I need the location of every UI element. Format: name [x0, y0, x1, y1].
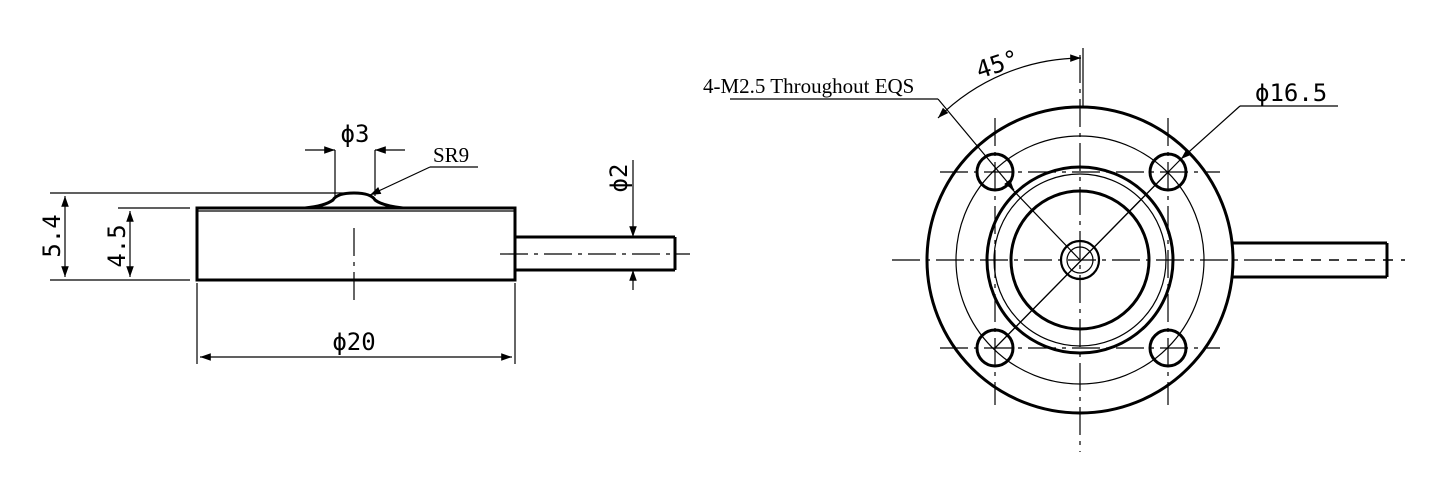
dim-pcd-label: ϕ16.5 [1255, 79, 1327, 107]
dim-pcd: ϕ16.5 [994, 79, 1338, 349]
button-dome [304, 191, 404, 210]
cable-top [1233, 241, 1405, 279]
dim-body-dia: ϕ20 [196, 283, 516, 364]
cable-side [500, 235, 690, 272]
mounting-hole-bottom-right [1148, 328, 1188, 368]
dim-cable-dia: ϕ2 [605, 160, 637, 290]
dim-cable-dia-label: ϕ2 [605, 164, 633, 193]
dim-total-height-label: 5.4 [38, 214, 66, 257]
hole-diagonal [1009, 186, 1081, 261]
dim-sphere-radius: SR9 [369, 143, 478, 196]
dim-button-dia: ϕ3 [305, 120, 405, 196]
mounting-hole-bottom-left [975, 328, 1015, 368]
sensor-body [195, 206, 517, 282]
mounting-hole-top-right [1148, 152, 1188, 192]
center-button [1059, 239, 1101, 281]
dim-sphere-radius-label: SR9 [433, 143, 469, 167]
dim-total-height: 5.4 [38, 192, 345, 281]
top-view: 45° 4-M2.5 Throughout EQS ϕ16.5 [703, 44, 1405, 452]
dim-body-dia-label: ϕ20 [332, 328, 375, 356]
inner-ring-step [993, 173, 1167, 347]
side-view: 5.4 4.5 ϕ3 SR9 ϕ2 [38, 120, 690, 364]
inner-ring-outer [985, 165, 1175, 355]
hole-note-label: 4-M2.5 Throughout EQS [703, 74, 914, 98]
center-button-inner [1066, 246, 1094, 274]
mounting-hole-top-left [975, 152, 1015, 192]
hole-note: 4-M2.5 Throughout EQS [703, 74, 1015, 191]
inner-ring-inner [1009, 189, 1151, 331]
dim-body-height-label: 4.5 [103, 224, 131, 267]
dim-angle-label: 45° [973, 44, 1023, 84]
dim-button-dia-label: ϕ3 [341, 120, 370, 148]
dim-body-height: 4.5 [103, 207, 190, 277]
pitch-circle [955, 135, 1205, 385]
hole-center-lines [940, 118, 1220, 405]
